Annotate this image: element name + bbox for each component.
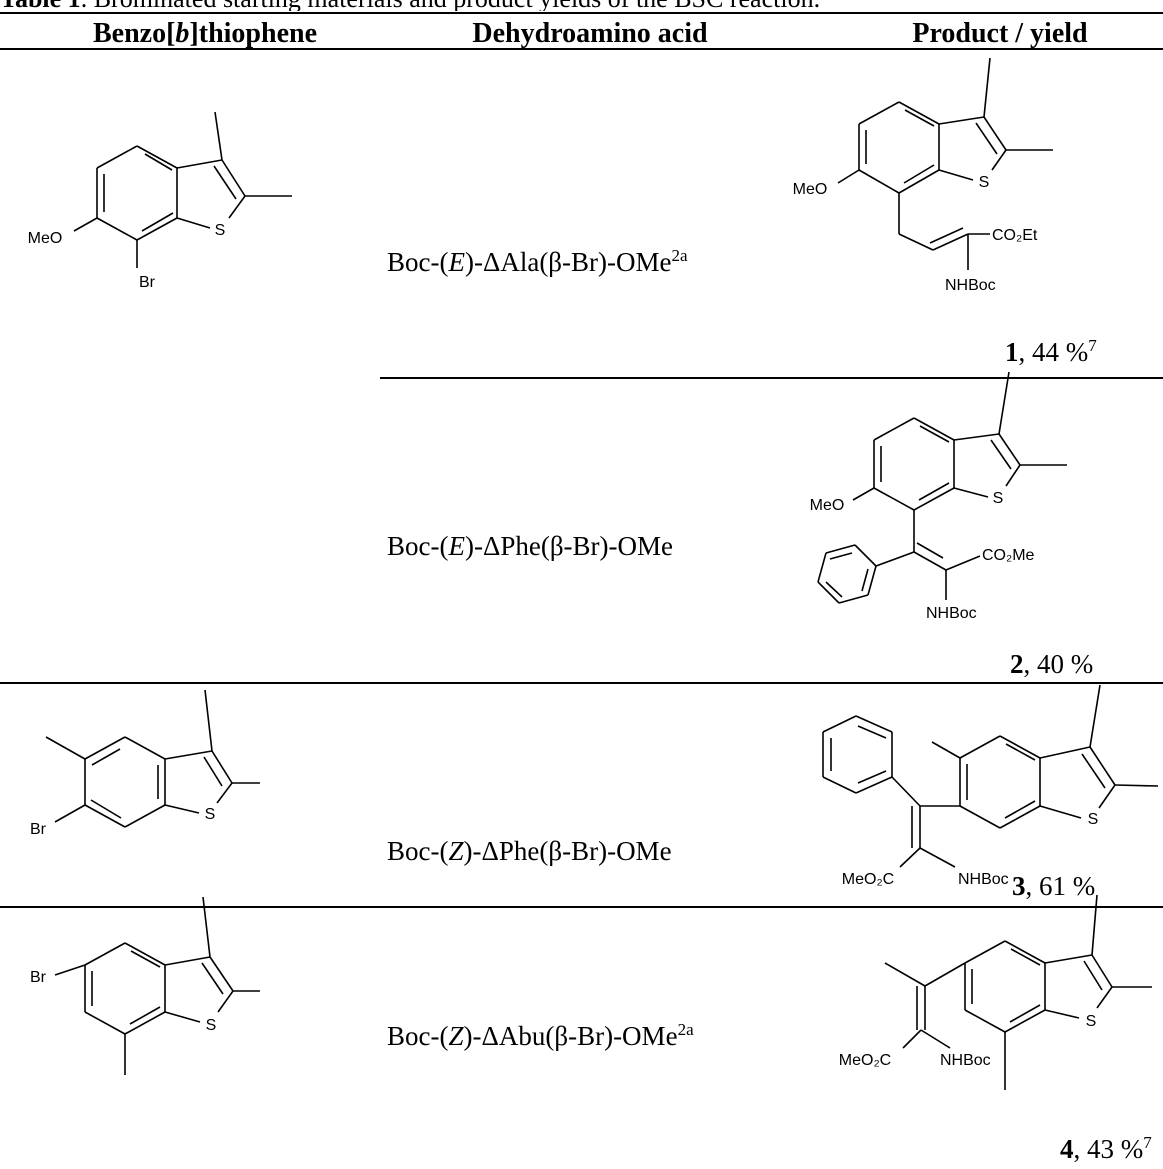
atom-label-s: S	[206, 1017, 217, 1034]
header-rule	[0, 48, 1163, 50]
atom-label-nhboc: NHBoc	[958, 871, 1009, 888]
col-header-product-yield: Product / yield	[912, 18, 1088, 49]
row2-rule	[0, 682, 1163, 684]
atom-label-nhboc: NHBoc	[940, 1052, 991, 1069]
reagent-4: Boc-(Z)-ΔAbu(β-Br)-OMe2a	[387, 1020, 694, 1051]
atom-label-br: Br	[30, 821, 47, 838]
atom-label-s: S	[993, 490, 1004, 507]
atom-label-nhboc: NHBoc	[926, 605, 977, 622]
reagent-3: Boc-(Z)-ΔPhe(β-Br)-OMe	[387, 836, 672, 866]
table-caption: Table 1. Brominated starting materials a…	[0, 0, 1163, 11]
product-2-yield: 2, 40 %	[1010, 649, 1094, 679]
atom-label-co2me: CO₂Me	[982, 547, 1035, 564]
atom-label-meo2c: MeO₂C	[842, 871, 894, 888]
atom-label-meo: MeO	[28, 230, 63, 247]
reagent-2: Boc-(E)-ΔPhe(β-Br)-OMe	[387, 531, 674, 561]
reagent-1: Boc-(E)-ΔAla(β-Br)-OMe2a	[387, 246, 688, 277]
atom-label-br: Br	[30, 969, 47, 986]
atom-label-s: S	[1088, 811, 1099, 828]
atom-label-co2et: CO₂Et	[992, 227, 1038, 244]
product-3-yield: 3, 61 %	[1012, 871, 1096, 901]
atom-label-meo2c: MeO₂C	[839, 1052, 891, 1069]
row3-rule	[0, 906, 1163, 908]
atom-label-meo: MeO	[793, 181, 828, 198]
product-1-yield: 1, 44 %7	[1005, 336, 1097, 367]
row1-partial-rule	[380, 377, 1163, 379]
atom-label-s: S	[979, 174, 990, 191]
atom-label-br: Br	[139, 274, 156, 291]
caption-text: . Brominated starting materials and prod…	[81, 0, 820, 11]
product-4-yield: 4, 43 %7	[1060, 1133, 1152, 1164]
top-rule	[0, 12, 1163, 14]
caption-label: Table 1	[0, 0, 81, 11]
col-header-benzothiophene: Benzo[b]thiophene	[92, 18, 317, 49]
atom-label-meo: MeO	[810, 497, 845, 514]
atom-label-s: S	[205, 806, 216, 823]
col-header-dehydroamino-acid: Dehydroamino acid	[472, 18, 708, 49]
atom-label-s: S	[1086, 1013, 1097, 1030]
atom-label-s: S	[215, 222, 226, 239]
atom-label-nhboc: NHBoc	[945, 277, 996, 294]
